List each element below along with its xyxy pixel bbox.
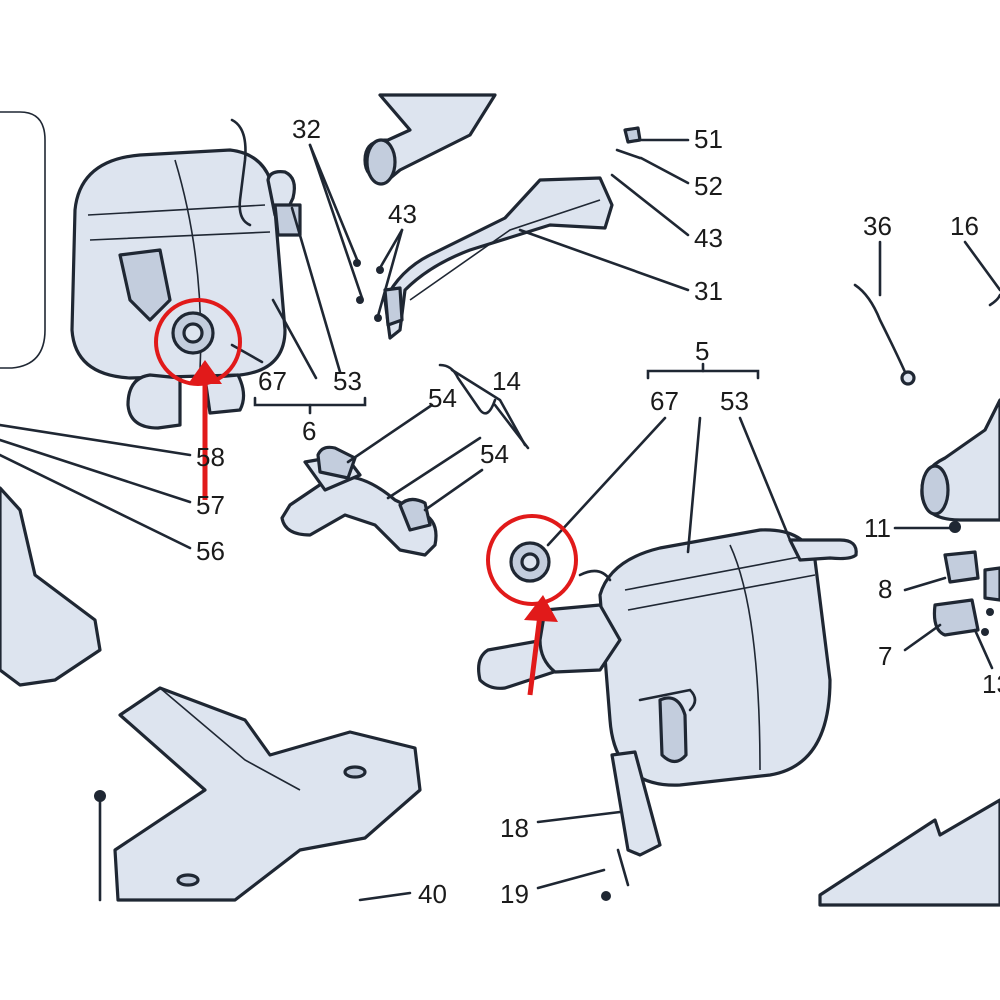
label-53-right: 53 — [720, 386, 749, 416]
label-5: 5 — [695, 336, 709, 366]
part-52 — [615, 148, 642, 160]
label-19: 19 — [500, 879, 529, 909]
label-7: 7 — [878, 641, 892, 671]
bolt-32a — [353, 259, 361, 267]
label-43-left: 43 — [388, 199, 417, 229]
bracket-18 — [610, 750, 662, 857]
leader-lines — [0, 138, 1000, 902]
tail-pipe-upper — [363, 93, 497, 186]
nut-43a — [376, 266, 384, 274]
label-14: 14 — [492, 366, 521, 396]
label-11: 11 — [864, 513, 891, 543]
heat-shield-left — [0, 486, 102, 687]
label-58: 58 — [196, 442, 225, 472]
left-muffler — [70, 118, 302, 430]
right-edge-parts — [818, 283, 1000, 907]
label-31: 31 — [694, 276, 723, 306]
highlight-arrowhead-right — [524, 595, 558, 622]
brace-14-tail — [493, 403, 530, 450]
label-57: 57 — [196, 490, 225, 520]
y-pipe-14 — [280, 445, 438, 557]
highlight-arrowhead-left — [188, 360, 222, 384]
label-54-upper: 54 — [428, 383, 457, 413]
bracket-31 — [383, 176, 614, 340]
label-8: 8 — [878, 574, 892, 604]
label-16: 16 — [950, 211, 979, 241]
highlight-circle-right — [486, 514, 578, 606]
brace-14 — [438, 363, 497, 415]
label-18: 18 — [500, 813, 529, 843]
label-43-right: 43 — [694, 223, 723, 253]
label-56: 56 — [196, 536, 225, 566]
label-32: 32 — [292, 114, 321, 144]
part-51 — [623, 126, 642, 144]
callout-frame — [0, 111, 46, 369]
label-53-left: 53 — [333, 366, 362, 396]
label-52: 52 — [694, 171, 723, 201]
nut-43b — [374, 314, 382, 322]
label-40: 40 — [418, 879, 447, 909]
label-67-right: 67 — [650, 386, 679, 416]
heat-shield-lower — [94, 686, 422, 902]
right-muffler — [477, 528, 858, 901]
label-51: 51 — [694, 124, 723, 154]
label-6: 6 — [302, 416, 316, 446]
highlight-arrow-right — [527, 614, 543, 696]
label-13: 13 — [982, 669, 1000, 699]
label-36: 36 — [863, 211, 892, 241]
part-labels: 32 43 51 52 43 31 36 16 67 53 6 54 14 54… — [196, 114, 1000, 909]
label-54-lower: 54 — [480, 439, 509, 469]
label-67-left: 67 — [258, 366, 287, 396]
